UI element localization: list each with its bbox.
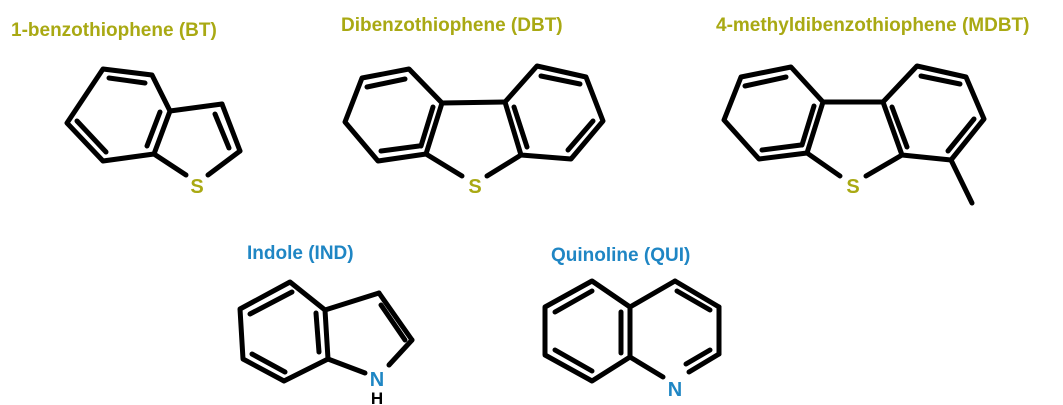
label-methyldibenzothiophene: 4-methyldibenzothiophene (MDBT) bbox=[716, 15, 1030, 36]
label-benzothiophene: 1-benzothiophene (BT) bbox=[11, 20, 217, 41]
sulfur-atom-label: S bbox=[468, 176, 481, 198]
structure-benzothiophene bbox=[64, 66, 243, 178]
sulfur-atom-label: S bbox=[190, 176, 203, 198]
structure-quinoline bbox=[542, 278, 722, 384]
structure-dibenzothiophene bbox=[342, 63, 606, 179]
structure-methyldibenzothiophene bbox=[721, 63, 987, 206]
label-quinoline: Quinoline (QUI) bbox=[551, 245, 691, 266]
nitrogen-atom-label: N bbox=[668, 379, 682, 401]
sulfur-atom-label: S bbox=[846, 176, 859, 198]
structure-indole bbox=[237, 279, 415, 384]
hydrogen-atom-label: H bbox=[371, 389, 383, 405]
nitrogen-atom-label: N bbox=[370, 369, 384, 391]
label-dibenzothiophene: Dibenzothiophene (DBT) bbox=[341, 15, 563, 36]
label-indole: Indole (IND) bbox=[247, 243, 354, 264]
